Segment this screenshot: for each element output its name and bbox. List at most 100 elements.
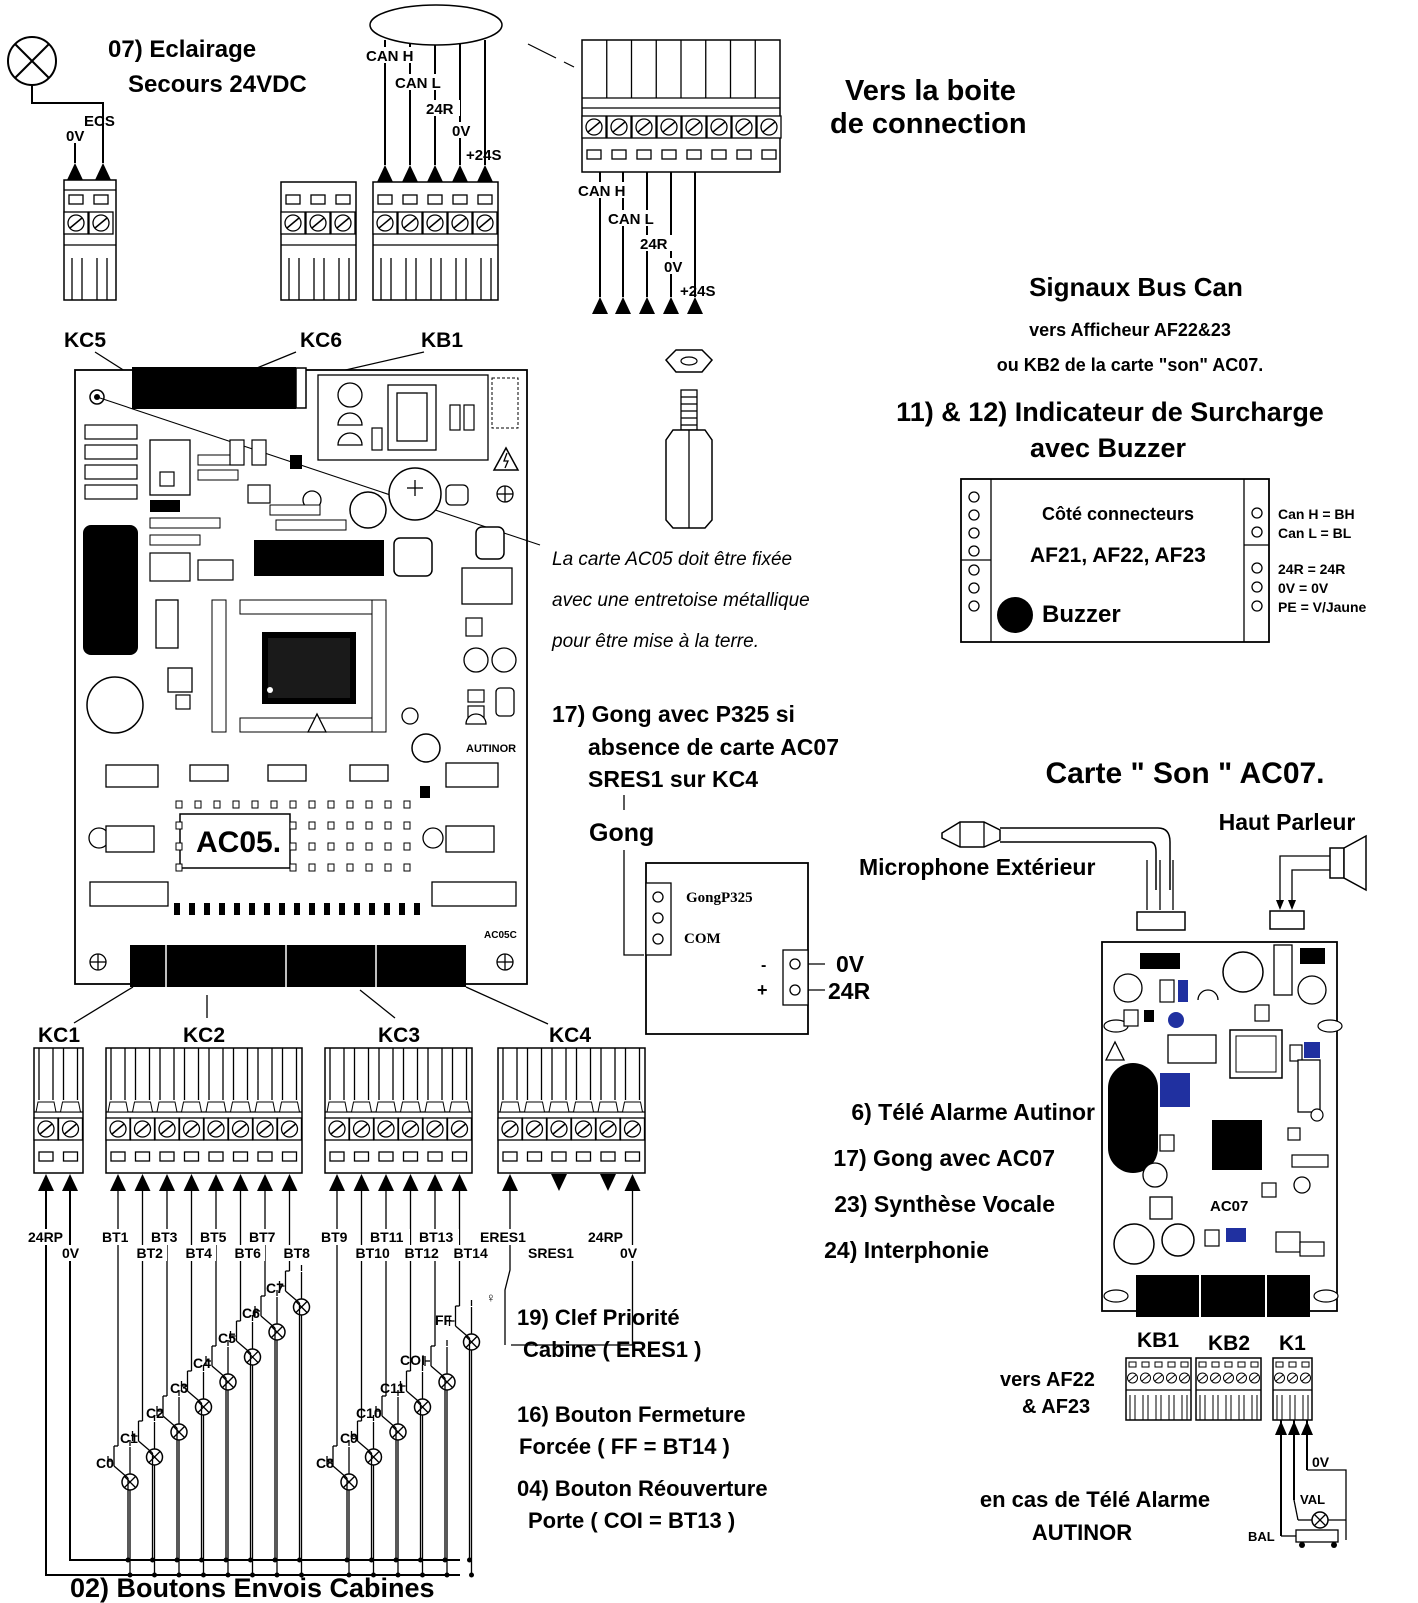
ac07-kb2-label: KB2 xyxy=(1208,1332,1250,1355)
kc2-pin-bt1: BT1 xyxy=(102,1229,129,1245)
box-24s-label: +24S xyxy=(680,283,715,300)
bus-can-line-1: vers Afficheur AF22&23 xyxy=(1029,320,1231,340)
ac05-note-line-1: La carte AC05 doit être fixée xyxy=(552,549,792,570)
cabin-button-label-c6: C6 xyxy=(242,1305,260,1321)
buzzer-icon xyxy=(997,597,1033,633)
box-0v-label: 0V xyxy=(664,259,682,276)
vers-af-line-2: & AF23 xyxy=(1022,1396,1090,1418)
kc2-pin-bt8: BT8 xyxy=(284,1245,311,1261)
gong-title-2: absence de carte AC07 xyxy=(588,734,839,760)
vers-af-line-1: vers AF22 xyxy=(1000,1369,1095,1391)
alarm-0v-label: 0V xyxy=(1312,1454,1330,1470)
kc1-pin-24rp: 24RP xyxy=(28,1229,63,1245)
kc3-pin-bt11: BT11 xyxy=(370,1229,404,1245)
priority-key-line-1: 19) Clef Priorité xyxy=(517,1305,680,1330)
cabin-button-label-c5: C5 xyxy=(218,1330,236,1346)
kc2-terminal-block xyxy=(105,1047,303,1174)
priority-key-line-2: Cabine ( ERES1 ) xyxy=(523,1337,701,1362)
indicator-side-label: Côté connecteurs xyxy=(1042,504,1194,524)
gong-box-title: GongP325 xyxy=(686,890,753,906)
svg-text:♀: ♀ xyxy=(486,1290,496,1305)
cable-sheath xyxy=(369,4,503,46)
gong-minus-sign: - xyxy=(761,957,766,974)
indicator-title-2: avec Buzzer xyxy=(1030,433,1187,463)
gong-24r-label: 24R xyxy=(828,978,871,1004)
kc1-pin-0v: 0V xyxy=(62,1245,80,1261)
cabin-button-label-coi: COI xyxy=(400,1352,425,1368)
ff-line-1: 16) Bouton Fermeture xyxy=(517,1402,746,1427)
ac05-board: AUTINOR AC05. AC05C xyxy=(74,367,541,987)
autinor-logo-text: AUTINOR xyxy=(466,743,516,755)
gong-title-1: 17) Gong avec P325 si xyxy=(552,701,795,727)
kc5-terminal-block xyxy=(63,179,117,301)
kc4-pin-24rp: 24RP xyxy=(588,1229,623,1245)
kc2-label: KC2 xyxy=(183,1024,225,1047)
buzzer-label: Buzzer xyxy=(1042,601,1121,628)
ac07-kb1-label: KB1 xyxy=(1137,1329,1179,1352)
alarm-line-1: en cas de Télé Alarme xyxy=(980,1487,1210,1512)
gong-p325-box xyxy=(645,862,809,1035)
ac07-feature-gong: 17) Gong avec AC07 xyxy=(833,1145,1055,1171)
cabin-button-label-ff: FF xyxy=(435,1312,453,1328)
ac07-feature-telealarm: 6) Télé Alarme Autinor xyxy=(851,1099,1095,1125)
coi-line-1: 04) Bouton Réouverture xyxy=(517,1476,768,1501)
ac07-board-label: AC07 xyxy=(1210,1198,1248,1215)
kb1-24s-label: +24S xyxy=(466,147,501,164)
gong-label: Gong xyxy=(589,819,654,847)
indicator-pin-pe: PE = V/Jaune xyxy=(1278,599,1367,615)
alarm-lamp-icon xyxy=(1311,1511,1329,1529)
cabin-button-label-c2: C2 xyxy=(146,1405,164,1421)
cabin-button-label-c7: C7 xyxy=(266,1280,284,1296)
kc4-pin-eres1: ERES1 xyxy=(480,1229,526,1245)
kc4-pin-sres1: SRES1 xyxy=(528,1245,574,1261)
kb1-0v-label: 0V xyxy=(452,123,470,140)
indicator-pin-can-l: Can L = BL xyxy=(1278,525,1352,541)
ac07-terminal-blocks xyxy=(1125,1357,1313,1421)
ac05-pad-grid xyxy=(174,800,420,915)
speaker-label: Haut Parleur xyxy=(1219,809,1356,835)
alarm-line-2: AUTINOR xyxy=(1032,1520,1132,1545)
kc4-terminal-block xyxy=(497,1047,646,1174)
ac07-feature-intercom: 24) Interphonie xyxy=(824,1237,989,1263)
cabin-button-label-c11: C11 xyxy=(380,1380,405,1396)
box-can-h-label: CAN H xyxy=(578,183,626,200)
kc6-terminal-block xyxy=(280,181,357,301)
box-can-l-label: CAN L xyxy=(608,211,654,228)
speaker-icon xyxy=(1269,834,1367,930)
ac07-feature-synthesis: 23) Synthèse Vocale xyxy=(834,1191,1055,1217)
cabin-button-label-c4: C4 xyxy=(193,1355,211,1371)
indicator-pin-24r: 24R = 24R xyxy=(1278,561,1345,577)
indicator-pin-0v: 0V = 0V xyxy=(1278,580,1329,596)
ecs-0v-label: 0V xyxy=(66,128,84,145)
kc3-pin-bt9: BT9 xyxy=(321,1229,348,1245)
kc3-terminal-block xyxy=(324,1047,473,1174)
gong-0v-label: 0V xyxy=(836,951,865,977)
indicator-title-1: 11) & 12) Indicateur de Surcharge xyxy=(896,397,1324,427)
kc2-pin-bt4: BT4 xyxy=(186,1245,213,1261)
cabin-button-label-c3: C3 xyxy=(170,1380,188,1396)
kb1-can-h-label: CAN H xyxy=(366,48,414,65)
ac05-board-name: AC05. xyxy=(196,826,281,859)
ff-line-2: Forcée ( FF = BT14 ) xyxy=(519,1434,730,1459)
kb1-terminal-block xyxy=(372,181,499,301)
coi-line-2: Porte ( COI = BT13 ) xyxy=(528,1508,735,1533)
cabin-buttons-footer: 02) Boutons Envois Cabines xyxy=(70,1573,435,1603)
bus-can-title: Signaux Bus Can xyxy=(1029,272,1243,302)
ac05-note-line-3: pour être mise à la terre. xyxy=(551,631,759,652)
ac07-title: Carte " Son " AC07. xyxy=(1045,757,1324,790)
microphone-label: Microphone Extérieur xyxy=(859,854,1095,880)
cabin-button-label-c0: C0 xyxy=(96,1455,114,1471)
kb1-can-l-label: CAN L xyxy=(395,75,441,92)
kc3-pin-bt13: BT13 xyxy=(419,1229,453,1245)
gong-com-label: COM xyxy=(684,931,721,947)
ac07-k1-label: K1 xyxy=(1279,1332,1306,1355)
kc3-pin-bt10: BT10 xyxy=(356,1245,390,1261)
alarm-bal-label: BAL xyxy=(1248,1529,1275,1544)
cabin-button-label-c10: C10 xyxy=(356,1405,382,1421)
ac07-board xyxy=(1101,941,1343,1317)
cabin-button-label-c9: C9 xyxy=(340,1430,358,1446)
kc2-pin-bt3: BT3 xyxy=(151,1229,178,1245)
indicator-models-label: AF21, AF22, AF23 xyxy=(1030,544,1206,567)
connection-box-title-2: de connection xyxy=(830,108,1027,140)
